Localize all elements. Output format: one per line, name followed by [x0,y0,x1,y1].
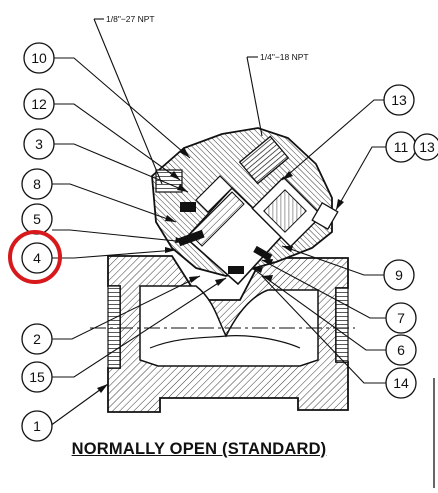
callout-15: 15 [21,361,53,393]
svg-text:7: 7 [397,310,405,326]
svg-text:8: 8 [33,176,41,192]
callout-1: 1 [21,410,53,442]
callout-2: 2 [21,323,53,355]
callout-13-top: 13 [383,84,415,116]
svg-text:9: 9 [395,267,403,283]
callout-8: 8 [21,168,53,200]
callout-3: 3 [23,128,55,160]
callout-11: 11 [385,131,417,163]
thread-note-leaders: 1/8"−27 NPT 1/4"−18 NPT [93,14,309,185]
svg-text:4: 4 [33,250,41,266]
callout-4: 4 [21,242,53,274]
leader-arrowheads [97,147,344,393]
callout-9: 9 [383,259,415,291]
svg-text:2: 2 [33,331,41,347]
svg-text:10: 10 [31,50,47,66]
thread-note-right: 1/4"−18 NPT [260,52,309,62]
thread-note-top: 1/8"−27 NPT [106,14,155,24]
svg-text:1: 1 [33,418,41,434]
svg-text:6: 6 [397,342,405,358]
highlight-ring [8,230,62,284]
caption: NORMALLY OPEN (STANDARD) [71,440,327,458]
svg-text:11: 11 [394,139,409,155]
svg-text:5: 5 [33,211,41,227]
svg-text:13: 13 [391,92,407,108]
callout-7: 7 [385,302,417,334]
svg-text:12: 12 [31,96,47,112]
callout-12: 12 [23,88,55,120]
page-edge-mark [433,378,435,488]
leader-lines [49,57,386,427]
svg-text:15: 15 [29,369,45,385]
callout-13-right: 13 [413,133,438,161]
callout-10: 10 [23,42,55,74]
svg-text:13: 13 [419,139,435,155]
svg-text:14: 14 [393,375,409,391]
callout-14: 14 [385,367,417,399]
valve-body [90,255,355,413]
callout-5: 5 [21,203,53,235]
svg-text:3: 3 [35,136,43,152]
callout-6: 6 [385,334,417,366]
